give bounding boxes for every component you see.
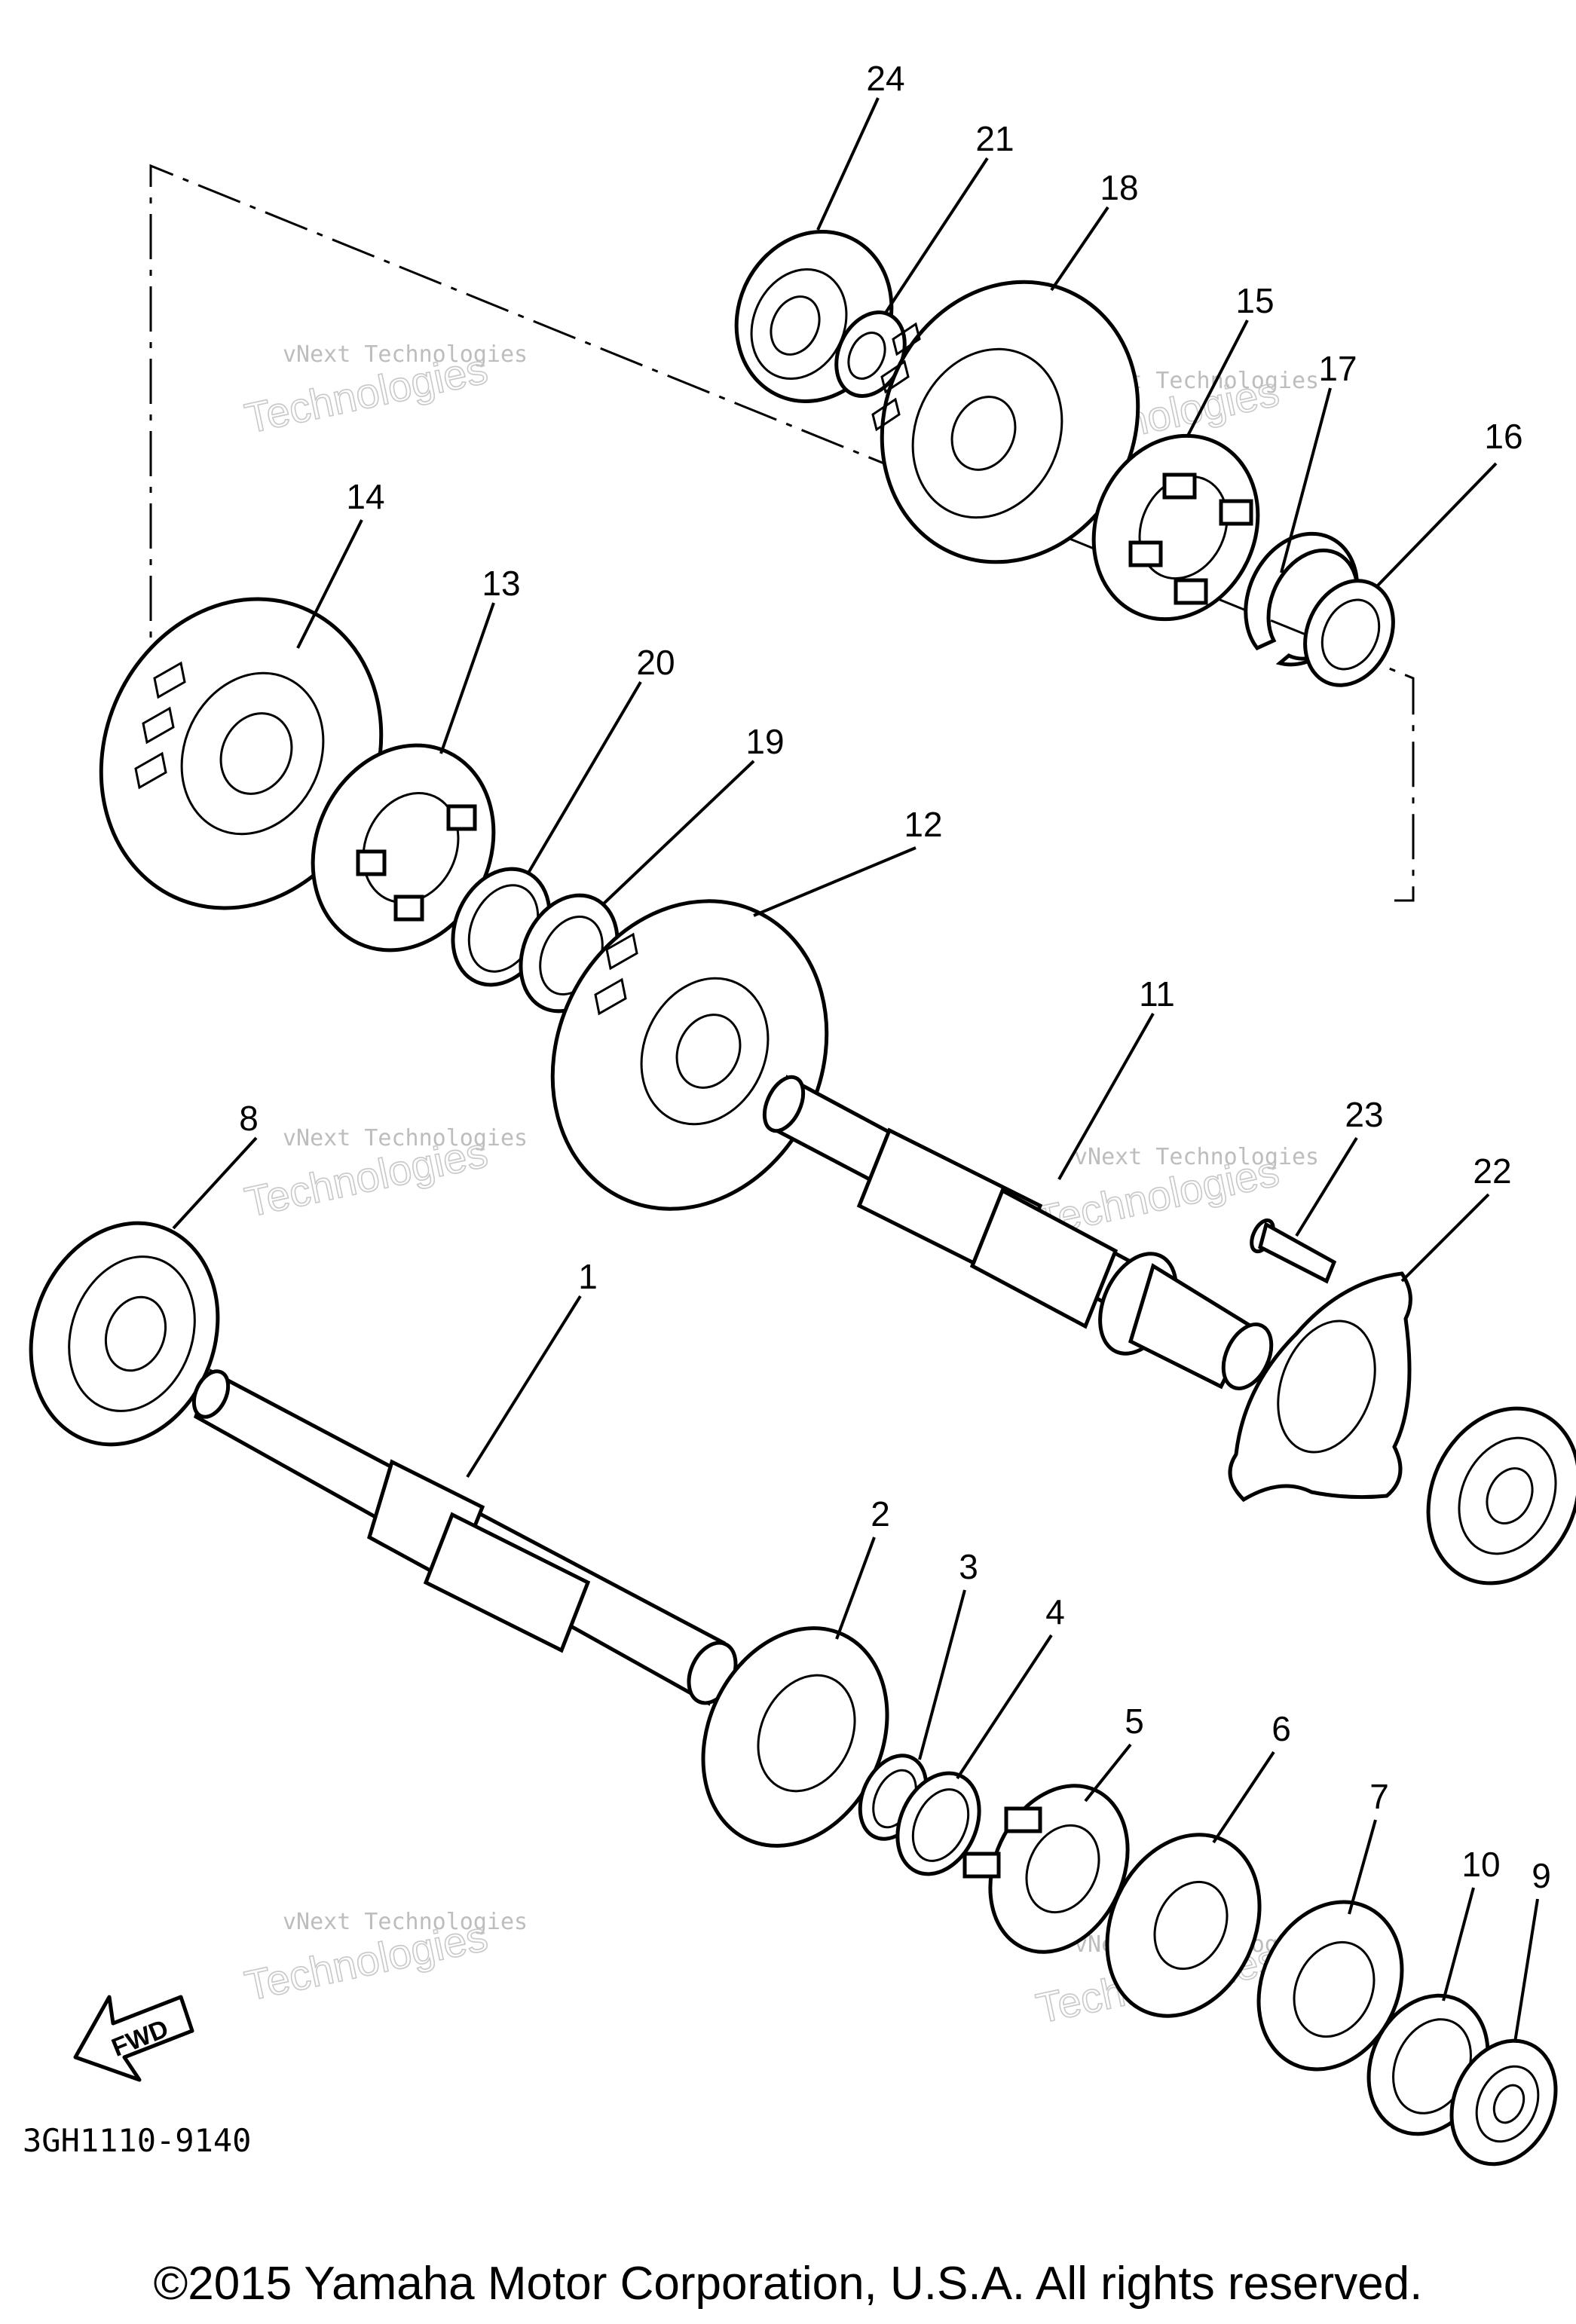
watermark-text: vNext Technologies [283,1909,528,1935]
retainer-plate-22 [1228,1271,1412,1503]
bearing-9 [1449,2038,1558,2167]
part-label: 24 [866,59,904,98]
part-label: 12 [904,805,942,844]
part-label: 9 [1532,1856,1551,1895]
dog-gear-5 [962,1784,1130,1954]
watermark-text: vNext Technologies [283,1125,528,1151]
part-label: 19 [745,722,784,761]
part-label: 15 [1235,281,1274,320]
part-label: 13 [482,564,520,603]
leader-lines [172,97,1539,2043]
gear-18 [871,280,1140,564]
part-label: 14 [346,477,384,516]
part-label: 4 [1045,1592,1065,1631]
part-label: 11 [1139,974,1175,1014]
part-label: 8 [239,1099,259,1138]
part-label: 1 [578,1257,598,1296]
circlip-17 [1244,531,1360,667]
part-label: 2 [871,1494,890,1534]
part-label: 22 [1473,1151,1511,1191]
part-label: 18 [1100,168,1138,207]
dog-gear-15 [1091,433,1260,622]
fwd-arrow-icon: FWD [73,1995,194,2082]
bearing-unnumbered [1426,1406,1576,1586]
dog-gear-13 [311,743,496,953]
part-label: 7 [1369,1777,1389,1816]
bolt-23 [1250,1218,1337,1284]
gear-7 [1256,1900,1404,2072]
diagram-code: 3GH1110-9140 [23,2122,252,2159]
copyright-notice: ©2015 Yamaha Motor Corporation, U.S.A. A… [153,2258,1423,2310]
bearing-8 [29,1221,220,1447]
gear-6 [1105,1833,1262,2018]
washer-16 [1303,579,1395,687]
part-label: 20 [636,643,675,682]
watermark-text: vNext Technologies [1074,1144,1319,1170]
part-label: 21 [975,119,1014,158]
part-label: 16 [1484,417,1522,456]
part-label: 3 [959,1547,978,1586]
part-label: 17 [1318,349,1357,388]
part-label: 23 [1345,1095,1383,1134]
part-label: 10 [1461,1845,1500,1884]
part-labels: 24 21 18 15 17 16 14 13 20 19 12 11 8 23… [239,59,1551,1895]
shaft-11 [762,1075,1274,1390]
shaft-1 [191,1368,738,1706]
watermark-text: vNext Technologies [283,341,528,368]
part-label: 5 [1125,1702,1144,1741]
part-label: 6 [1272,1709,1291,1748]
